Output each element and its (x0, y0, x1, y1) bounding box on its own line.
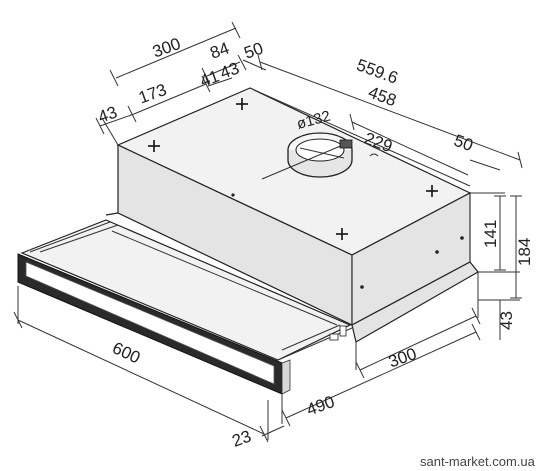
dim-41: 41 (198, 66, 222, 90)
watermark: sant-market.com.ua (420, 454, 536, 469)
mounting-hole-cross (336, 228, 348, 240)
screw-mark (360, 285, 364, 289)
dim-559-6: 559.6 (354, 55, 400, 87)
dim-43-right: 43 (497, 311, 516, 330)
dim-184: 184 (515, 238, 534, 266)
mounting-holes (148, 98, 438, 240)
mounting-hole-cross (148, 140, 160, 152)
dim-43-top: 43 (218, 58, 242, 82)
screw-mark (231, 193, 235, 197)
mounting-hole-cross (236, 98, 248, 110)
dim-300-top: 300 (150, 34, 183, 62)
dim-173: 173 (136, 80, 169, 108)
dim-490: 490 (304, 392, 337, 420)
exhaust-collar (261, 132, 379, 180)
visor-top-face (20, 219, 352, 361)
dim-43-left: 43 (96, 102, 120, 126)
dim-50-right: 50 (451, 131, 475, 155)
dim-84: 84 (208, 38, 232, 62)
dim-600: 600 (109, 338, 143, 367)
screw-mark (460, 236, 464, 240)
dimension-lines (13, 21, 523, 443)
hood-body (105, 87, 479, 343)
dim-50-top: 50 (242, 38, 266, 62)
mounting-hole-cross (426, 185, 438, 197)
dim-300-bottom: 300 (386, 344, 419, 372)
slide-out-visor (17, 219, 353, 395)
dim-23: 23 (230, 426, 254, 450)
screw-mark (435, 250, 439, 254)
dim-141: 141 (481, 220, 500, 248)
